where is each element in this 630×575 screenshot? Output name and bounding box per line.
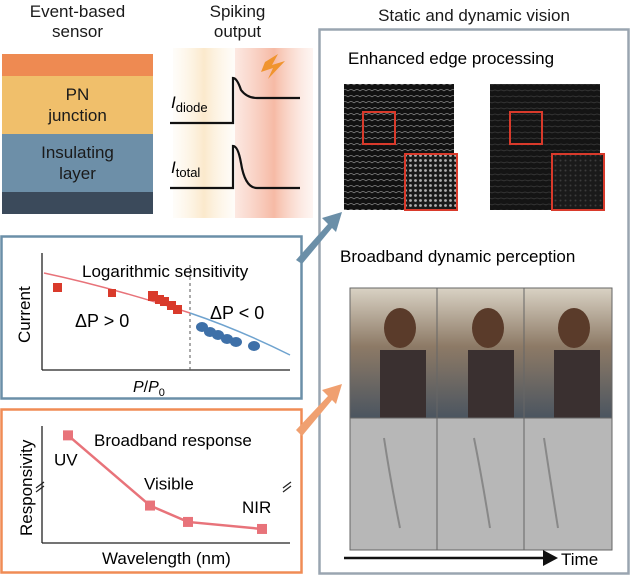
- log-curve-blue: [189, 312, 291, 356]
- pn-label-line2: junction: [48, 106, 107, 125]
- diode-label: Idiode: [171, 93, 208, 115]
- red-marker: [108, 289, 116, 297]
- spiking-title: Spiking output: [165, 2, 310, 42]
- zoom-inset: [404, 153, 458, 211]
- sensor-title: Event-based sensor: [0, 2, 155, 42]
- blue-marker: [248, 341, 260, 351]
- zoom-inset: [551, 153, 605, 211]
- spiking-title-line1: Spiking: [209, 2, 266, 21]
- bottom-layer: [2, 192, 153, 214]
- log-x-label: P/P0: [133, 379, 165, 399]
- responsivity-line: [67, 434, 263, 531]
- vision-title: Static and dynamic vision: [378, 6, 570, 25]
- responsivity-point: [183, 516, 193, 527]
- roi-box: [509, 111, 543, 145]
- insulating-label-line1: Insulating: [41, 143, 114, 162]
- roi-box: [362, 111, 396, 145]
- blue-marker: [230, 337, 242, 347]
- diode-trace: [170, 76, 300, 125]
- spiking-plot: Idiode Itotal: [170, 48, 313, 218]
- vision-panel: Enhanced edge processing Broadband dynam…: [318, 28, 630, 575]
- blue-connector-arrow: [296, 212, 342, 264]
- sensor-title-line2: sensor: [51, 22, 104, 41]
- responsivity-point: [145, 500, 155, 511]
- total-trace: [170, 144, 300, 190]
- bb-title: Broadband response: [94, 431, 252, 450]
- delta-negative: ΔP < 0: [210, 303, 264, 323]
- top-electrode-layer: [2, 54, 153, 76]
- log-y-label: Current: [15, 286, 34, 343]
- broadband-panel-border: [0, 408, 303, 574]
- orange-connector-arrow: [296, 384, 342, 436]
- insulating-label-line2: layer: [59, 164, 96, 183]
- sensor-stack: PN junction Insulating layer: [2, 54, 153, 214]
- red-marker: [160, 297, 169, 306]
- point-label: Visible: [144, 475, 194, 494]
- bb-y-label: Responsivity: [17, 439, 36, 536]
- dark-region: [173, 48, 235, 218]
- point-label: UV: [54, 450, 78, 469]
- time-arrow-head: [543, 550, 558, 566]
- spiking-title-line2: output: [213, 22, 262, 41]
- blue-marker: [212, 330, 224, 340]
- red-marker: [148, 291, 158, 301]
- lightning-icon: [261, 54, 285, 79]
- broadband-response-panel: Broadband response Responsivity Waveleng…: [0, 408, 303, 574]
- video-frame: [436, 287, 526, 551]
- axis-break-mark: [35, 481, 45, 493]
- insulating-layer: Insulating layer: [2, 134, 153, 192]
- blue-marker: [221, 334, 233, 344]
- bb-x-label: Wavelength (nm): [102, 549, 231, 568]
- responsivity-point: [257, 523, 267, 534]
- responsivity-point: [63, 430, 73, 441]
- pn-junction-layer: PN junction: [2, 76, 153, 134]
- log-panel-title: Logarithmic sensitivity: [82, 262, 249, 281]
- video-frame: [349, 287, 439, 551]
- total-label: Itotal: [171, 158, 200, 180]
- video-frame: [523, 287, 613, 551]
- delta-positive: ΔP > 0: [75, 311, 129, 331]
- log-panel-border: [0, 235, 303, 400]
- red-marker: [53, 283, 62, 292]
- red-marker: [155, 295, 164, 304]
- pn-label-line1: PN: [65, 85, 90, 104]
- dynamic-perception-title: Broadband dynamic perception: [340, 247, 575, 266]
- point-label: NIR: [242, 498, 271, 517]
- axis-break-mark: [282, 481, 292, 493]
- light-region: [235, 48, 313, 218]
- log-sensitivity-panel: Logarithmic sensitivity Current ΔP > 0 Δ…: [0, 235, 303, 400]
- red-marker: [167, 301, 176, 310]
- sensor-title-line1: Event-based: [29, 2, 126, 21]
- edge-processing-title: Enhanced edge processing: [348, 49, 554, 68]
- time-label: Time: [561, 550, 598, 569]
- connector-arrows: [296, 212, 342, 436]
- red-marker: [173, 305, 182, 314]
